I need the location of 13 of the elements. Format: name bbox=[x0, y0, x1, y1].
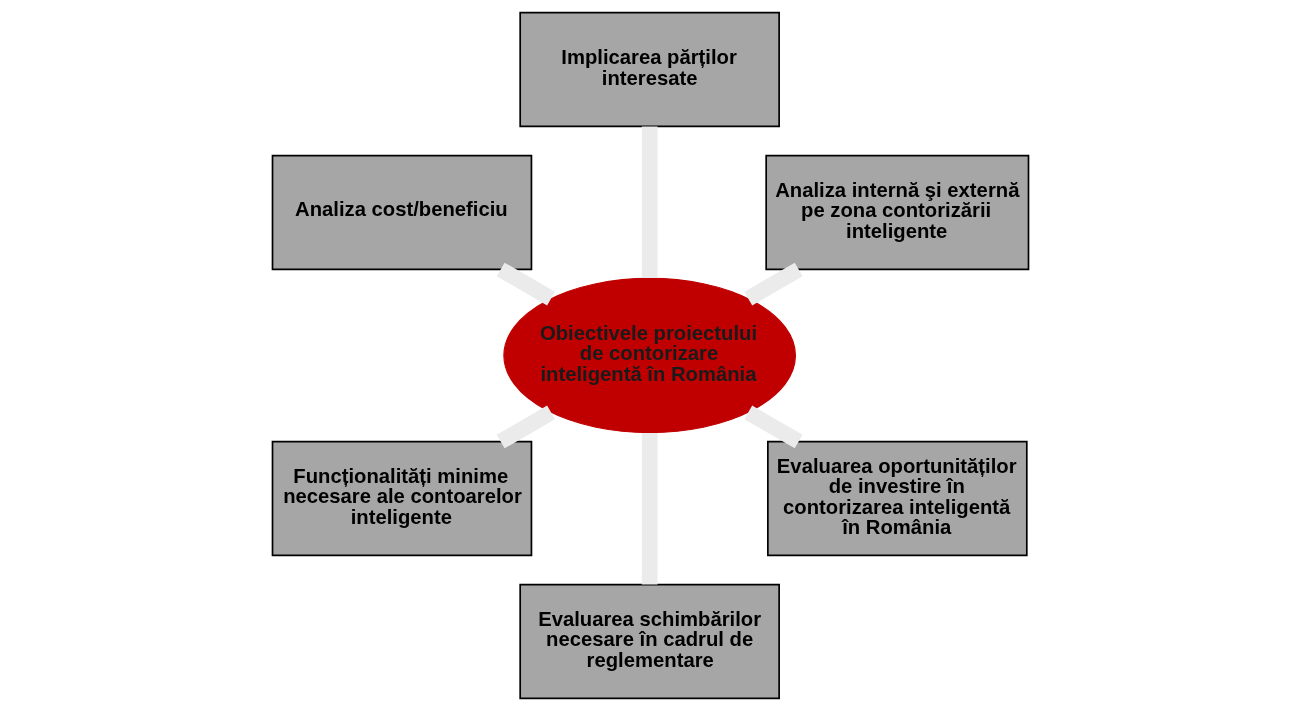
node-box: Analiza cost/beneficiu bbox=[271, 154, 532, 271]
node-box: Evaluarea oportunităților de investire în contorizarea inteligentă în România bbox=[766, 440, 1028, 557]
connector bbox=[641, 126, 658, 279]
node-box: Analiza internă şi externă pe zona contorizării inteligente bbox=[764, 154, 1029, 271]
connector bbox=[496, 405, 555, 449]
node-box: Implicarea părților interesate bbox=[518, 11, 780, 128]
connector bbox=[743, 262, 803, 306]
node-box: Funcționalități minime necesare ale contoarelor inteligente bbox=[271, 440, 532, 557]
connector bbox=[496, 262, 555, 306]
connector bbox=[641, 432, 658, 585]
connector bbox=[743, 405, 803, 449]
node-ellipse: Obiectivele proiectului de contorizare inteligentă în România bbox=[502, 277, 796, 434]
node-box: Evaluarea schimbărilor necesare în cadrul de reglementare bbox=[518, 583, 780, 700]
